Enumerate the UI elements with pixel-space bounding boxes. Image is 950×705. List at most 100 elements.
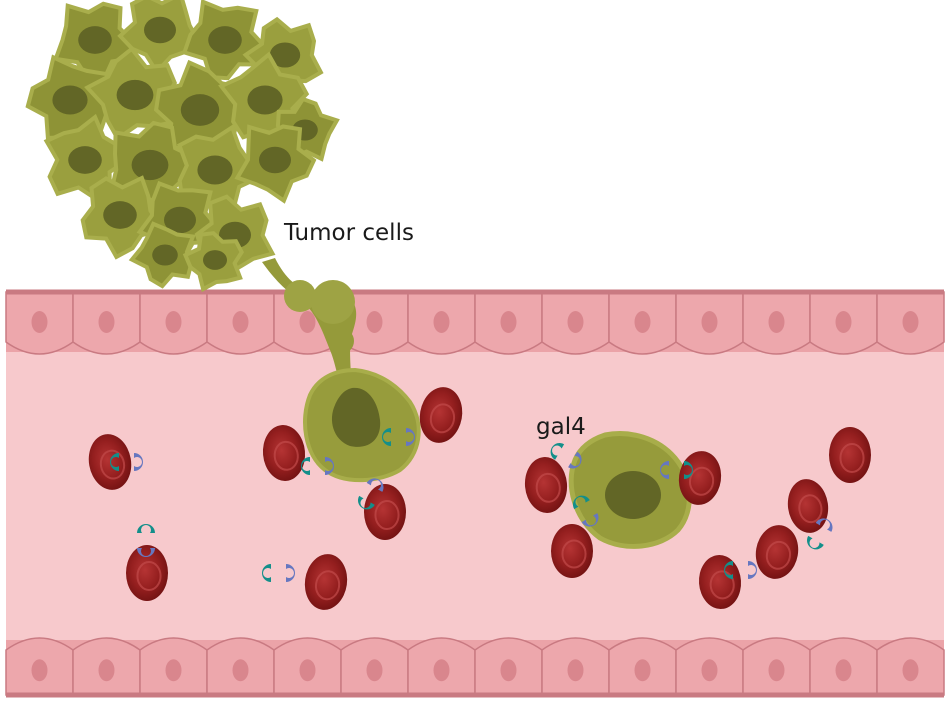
endothelial-nucleus: [232, 311, 249, 333]
tumor-cell-nucleus: [269, 42, 301, 68]
red-blood-cell: [304, 554, 348, 610]
tumor-cells-label: Tumor cells: [284, 220, 414, 246]
endothelial-nucleus: [768, 311, 785, 333]
tumor-cell-nucleus: [68, 146, 102, 174]
circulating-tumor-cell: [568, 431, 692, 549]
galectin-4: [137, 548, 155, 557]
tumor-cell-nucleus: [203, 250, 227, 270]
galectin-receptor-pairs: [110, 428, 833, 582]
tumor-cell-nucleus: [144, 16, 176, 44]
galectin-receptor-pair: [110, 453, 143, 471]
galectin-receptor-pair: [550, 443, 582, 469]
galectin-4: [406, 428, 415, 446]
endothelial-nucleus: [500, 311, 517, 333]
endothelial-nucleus: [366, 311, 383, 333]
receptor: [684, 461, 693, 479]
receptor: [550, 443, 565, 460]
endothelium-bottom: [5, 637, 945, 698]
gal4-label: gal4: [536, 414, 586, 440]
tumor-cell-nucleus: [103, 201, 137, 229]
endothelium-top: [5, 289, 945, 355]
endothelial-nucleus: [768, 659, 785, 682]
receptor: [807, 535, 824, 550]
receptor: [358, 495, 375, 510]
endothelial-nucleus: [433, 659, 450, 682]
galectin-receptor-pair: [358, 478, 384, 510]
red-blood-cell: [126, 545, 168, 601]
tumor-cell-nucleus: [247, 85, 283, 115]
endothelial-nucleus: [701, 659, 718, 682]
galectin-4: [366, 478, 384, 492]
endothelial-nucleus: [500, 659, 517, 682]
red-blood-cell: [364, 484, 406, 540]
endothelial-nucleus: [165, 659, 182, 682]
galectin-4: [815, 518, 833, 532]
receptor: [110, 453, 119, 471]
receptor: [573, 495, 590, 510]
red-blood-cell: [524, 457, 568, 513]
endothelial-nucleus: [902, 659, 919, 682]
endothelial-nucleus: [433, 311, 450, 333]
endothelial-nucleus: [634, 311, 651, 333]
red-blood-cell: [262, 425, 306, 481]
primary-tumor-mass: [25, 0, 340, 293]
galectin-4: [748, 561, 757, 579]
endothelial-nucleus: [31, 311, 48, 333]
endothelial-nucleus: [299, 311, 316, 333]
invading-tumor-strand: [262, 258, 357, 382]
galectin-receptor-pair: [724, 561, 757, 579]
tumor-cell-nucleus: [259, 146, 291, 174]
red-blood-cell: [787, 479, 829, 533]
receptor: [137, 524, 155, 533]
red-blood-cell: [551, 524, 593, 578]
tumor-cell-nucleus: [152, 244, 178, 266]
galectin-4: [568, 451, 582, 469]
galectin-4: [134, 453, 143, 471]
endothelial-nucleus: [567, 659, 584, 682]
intravasating-tumor-cell: [303, 367, 421, 483]
vessel-lumen: [6, 300, 944, 695]
red-blood-cell: [755, 525, 799, 579]
endothelial-nucleus: [902, 311, 919, 333]
red-blood-cells: [88, 387, 871, 610]
tumor-cell-nucleus: [164, 206, 196, 234]
galectin-receptor-pair: [137, 524, 155, 557]
endothelial-nucleus: [634, 659, 651, 682]
galectin-receptor-pair: [573, 495, 599, 527]
galectin-receptor-pair: [660, 461, 693, 479]
galectin-receptor-pair: [382, 428, 415, 446]
endothelial-nucleus: [701, 311, 718, 333]
endothelial-nucleus: [31, 659, 48, 682]
tumor-cell-nucleus: [131, 149, 169, 181]
red-blood-cell: [698, 555, 742, 609]
receptor: [724, 561, 733, 579]
endothelial-nucleus: [835, 659, 852, 682]
galectin-receptor-pair: [261, 564, 296, 582]
tumor-cell-nucleus: [208, 26, 242, 54]
endothelial-nucleus: [567, 311, 584, 333]
galectin-4: [286, 564, 296, 582]
galectin-receptor-pair: [301, 457, 334, 475]
tumor-cell-nucleus: [197, 155, 233, 185]
red-blood-cell: [419, 387, 463, 443]
tumor-cell-nucleus: [78, 26, 112, 54]
endothelial-nucleus: [299, 659, 316, 682]
endothelial-nucleus: [835, 311, 852, 333]
galectin-receptor-pair: [807, 518, 833, 550]
endothelial-nucleus: [98, 311, 115, 333]
receptor: [261, 564, 271, 582]
galectin-4: [660, 461, 669, 479]
endothelial-nucleus: [165, 311, 182, 333]
endothelial-nucleus: [366, 659, 383, 682]
tumor-cell-nucleus: [180, 94, 220, 126]
red-blood-cell: [829, 427, 871, 483]
endothelial-nucleus: [98, 659, 115, 682]
galectin-4: [581, 513, 599, 527]
tumor-cell-nucleus: [52, 85, 88, 115]
receptor: [382, 428, 391, 446]
galectin-4: [325, 457, 334, 475]
endothelial-nucleus: [232, 659, 249, 682]
receptor: [301, 457, 310, 475]
